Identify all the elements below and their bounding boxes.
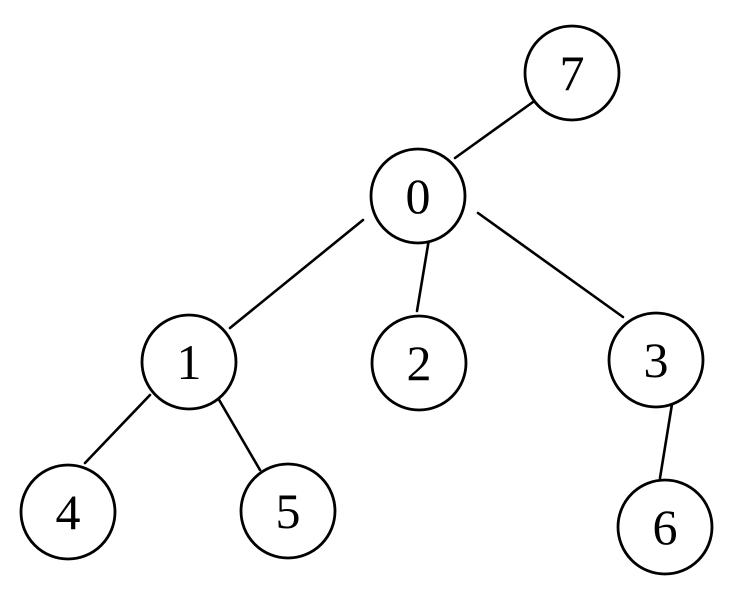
node-label: 6: [653, 499, 678, 555]
node-label: 7: [560, 45, 585, 101]
graph-edge-1-5: [216, 396, 262, 472]
graph-edge-1-4: [83, 393, 152, 465]
node-label: 0: [406, 168, 431, 224]
node-label: 5: [276, 483, 301, 539]
node-circle: [19, 463, 117, 561]
node-circle: [616, 478, 714, 576]
graph-node-6: 6: [616, 478, 714, 576]
graph-node-0: 0: [369, 147, 467, 245]
node-label: 3: [644, 332, 669, 388]
graph-edge-3-6: [658, 396, 675, 480]
node-circle: [607, 311, 705, 409]
node-circle: [140, 313, 238, 411]
graph-edge-0-3: [476, 211, 625, 319]
graph-node-2: 2: [370, 314, 468, 412]
node-label: 4: [56, 484, 81, 540]
edges-layer: [83, 100, 675, 480]
node-circle: [523, 24, 621, 122]
node-circle: [370, 314, 468, 412]
graph-edge-0-2: [415, 237, 431, 313]
node-circle: [369, 147, 467, 245]
graph-node-3: 3: [607, 311, 705, 409]
graph-node-7: 7: [523, 24, 621, 122]
node-label: 1: [177, 334, 202, 390]
graph-node-1: 1: [140, 313, 238, 411]
graph-edge-7-0: [453, 100, 535, 160]
node-circle: [239, 462, 337, 560]
graph-node-4: 4: [19, 463, 117, 561]
node-label: 2: [407, 335, 432, 391]
nodes-layer: 7 0 1 2 3 4 5 6: [19, 24, 714, 576]
graph-edge-0-1: [228, 218, 365, 330]
graph-node-5: 5: [239, 462, 337, 560]
